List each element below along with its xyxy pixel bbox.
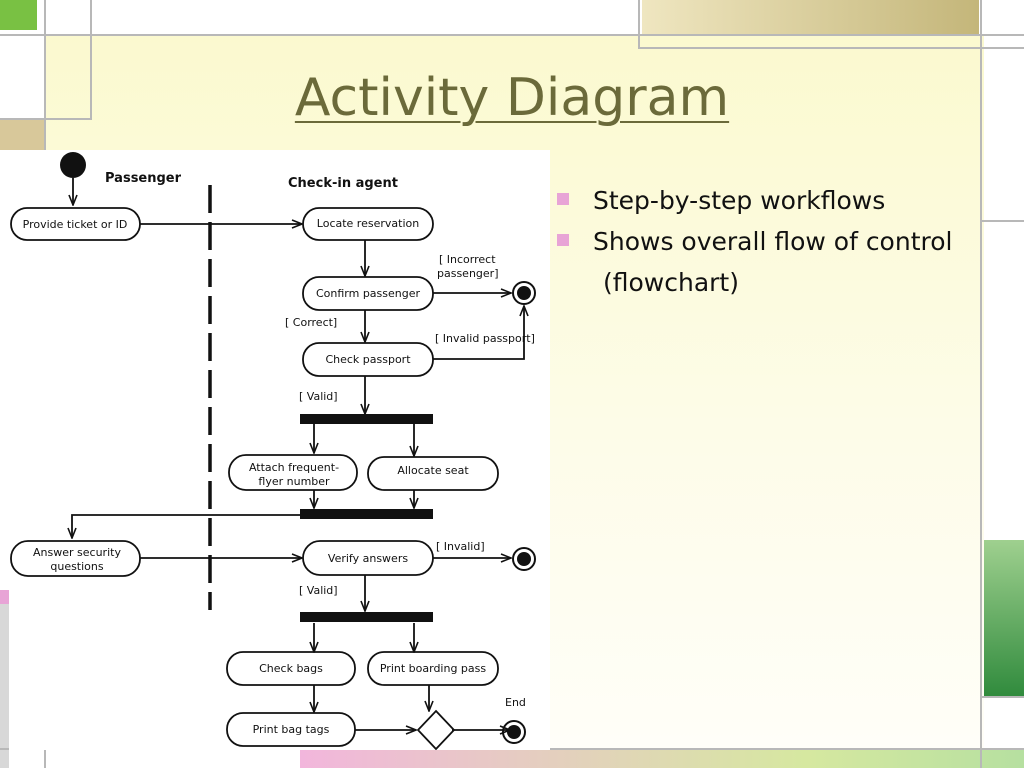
decor-gray-strip-left [0, 604, 9, 768]
activity-locate-reservation [302, 207, 434, 241]
guard-label: [ Valid] [299, 584, 338, 597]
activity-label: Check passport [325, 353, 411, 366]
activity-print-boarding [367, 651, 499, 686]
decor-pink-bar-bottom [300, 750, 1024, 768]
decor-line [638, 0, 640, 48]
activity-diagram-panel: Passenger Check-in agent Provide ticket … [9, 150, 550, 750]
slide-title: Activity Diagram [294, 68, 730, 128]
square-bullet-icon [557, 234, 569, 246]
guard-label: [ Valid] [299, 390, 338, 403]
square-bullet-icon [557, 193, 569, 205]
activity-confirm-passenger [302, 276, 434, 311]
activity-label: Verify answers [328, 552, 408, 565]
bullet-text: Step-by-step workflows [593, 186, 886, 215]
final-node-inner [517, 552, 531, 566]
activity-answer-security [10, 540, 141, 577]
merge-diamond [416, 709, 456, 750]
decor-green-bar-right [984, 540, 1024, 698]
flow-arrow [72, 514, 301, 538]
activity-allocate-seat [367, 456, 499, 491]
guard-label: [ Invalid] [436, 540, 485, 553]
activity-verify-answers [302, 540, 434, 576]
decor-pink-strip-left [0, 590, 9, 604]
bullet-item: Step-by-step workflows [556, 180, 986, 221]
bullet-list: Step-by-step workflows Shows overall flo… [556, 180, 986, 303]
activity-print-bag-tags [226, 712, 356, 747]
decor-green-block-top-left [0, 0, 37, 30]
guard-label: passenger] [437, 267, 499, 280]
bullet-item: Shows overall flow of control (flowchart… [556, 221, 986, 303]
final-node-inner [507, 725, 521, 739]
activity-label: questions [50, 560, 104, 573]
flow-arrow [433, 306, 524, 360]
activity-label: Provide ticket or ID [23, 218, 128, 231]
activity-label: Allocate seat [397, 464, 469, 477]
final-node-outer [512, 547, 536, 571]
decor-line [0, 118, 92, 120]
activity-label: flyer number [258, 475, 330, 488]
final-node-inner [517, 286, 531, 300]
guard-label: [ Invalid passport] [435, 332, 535, 345]
activity-check-passport [302, 342, 434, 377]
activity-label: Print boarding pass [380, 662, 487, 675]
bullet-text: Shows overall flow of control [593, 227, 953, 256]
activity-label: Locate reservation [317, 217, 419, 230]
initial-node [60, 152, 86, 178]
end-label: End [505, 696, 526, 709]
decor-line [90, 0, 92, 118]
decor-tan-block-left [0, 120, 46, 150]
final-node-outer [512, 281, 536, 305]
decor-line [980, 220, 1024, 222]
guard-label: [ Incorrect [439, 253, 496, 266]
decor-line [638, 47, 1024, 49]
activity-provide-ticket [10, 207, 141, 241]
fork-bar [300, 414, 433, 424]
activity-attach-ff [228, 454, 358, 491]
decor-khaki-bar-top-right [642, 0, 979, 34]
activity-label: Check bags [259, 662, 323, 675]
decor-line [980, 0, 982, 768]
decor-line [0, 34, 1024, 36]
activity-check-bags [226, 651, 356, 686]
fork-bar [300, 612, 433, 622]
lane-label-passenger: Passenger [105, 171, 182, 186]
activity-label: Attach frequent- [249, 461, 339, 474]
activity-diagram: Passenger Check-in agent Provide ticket … [10, 152, 536, 750]
activity-label: Confirm passenger [316, 287, 421, 300]
decor-line [980, 696, 1024, 698]
guard-label: [ Correct] [285, 316, 337, 329]
activity-label: Print bag tags [253, 723, 330, 736]
bullet-continuation: (flowchart) [603, 268, 739, 297]
activity-label: Answer security [33, 546, 121, 559]
join-bar [300, 509, 433, 519]
lane-label-agent: Check-in agent [288, 176, 398, 191]
final-node-outer [502, 720, 526, 744]
